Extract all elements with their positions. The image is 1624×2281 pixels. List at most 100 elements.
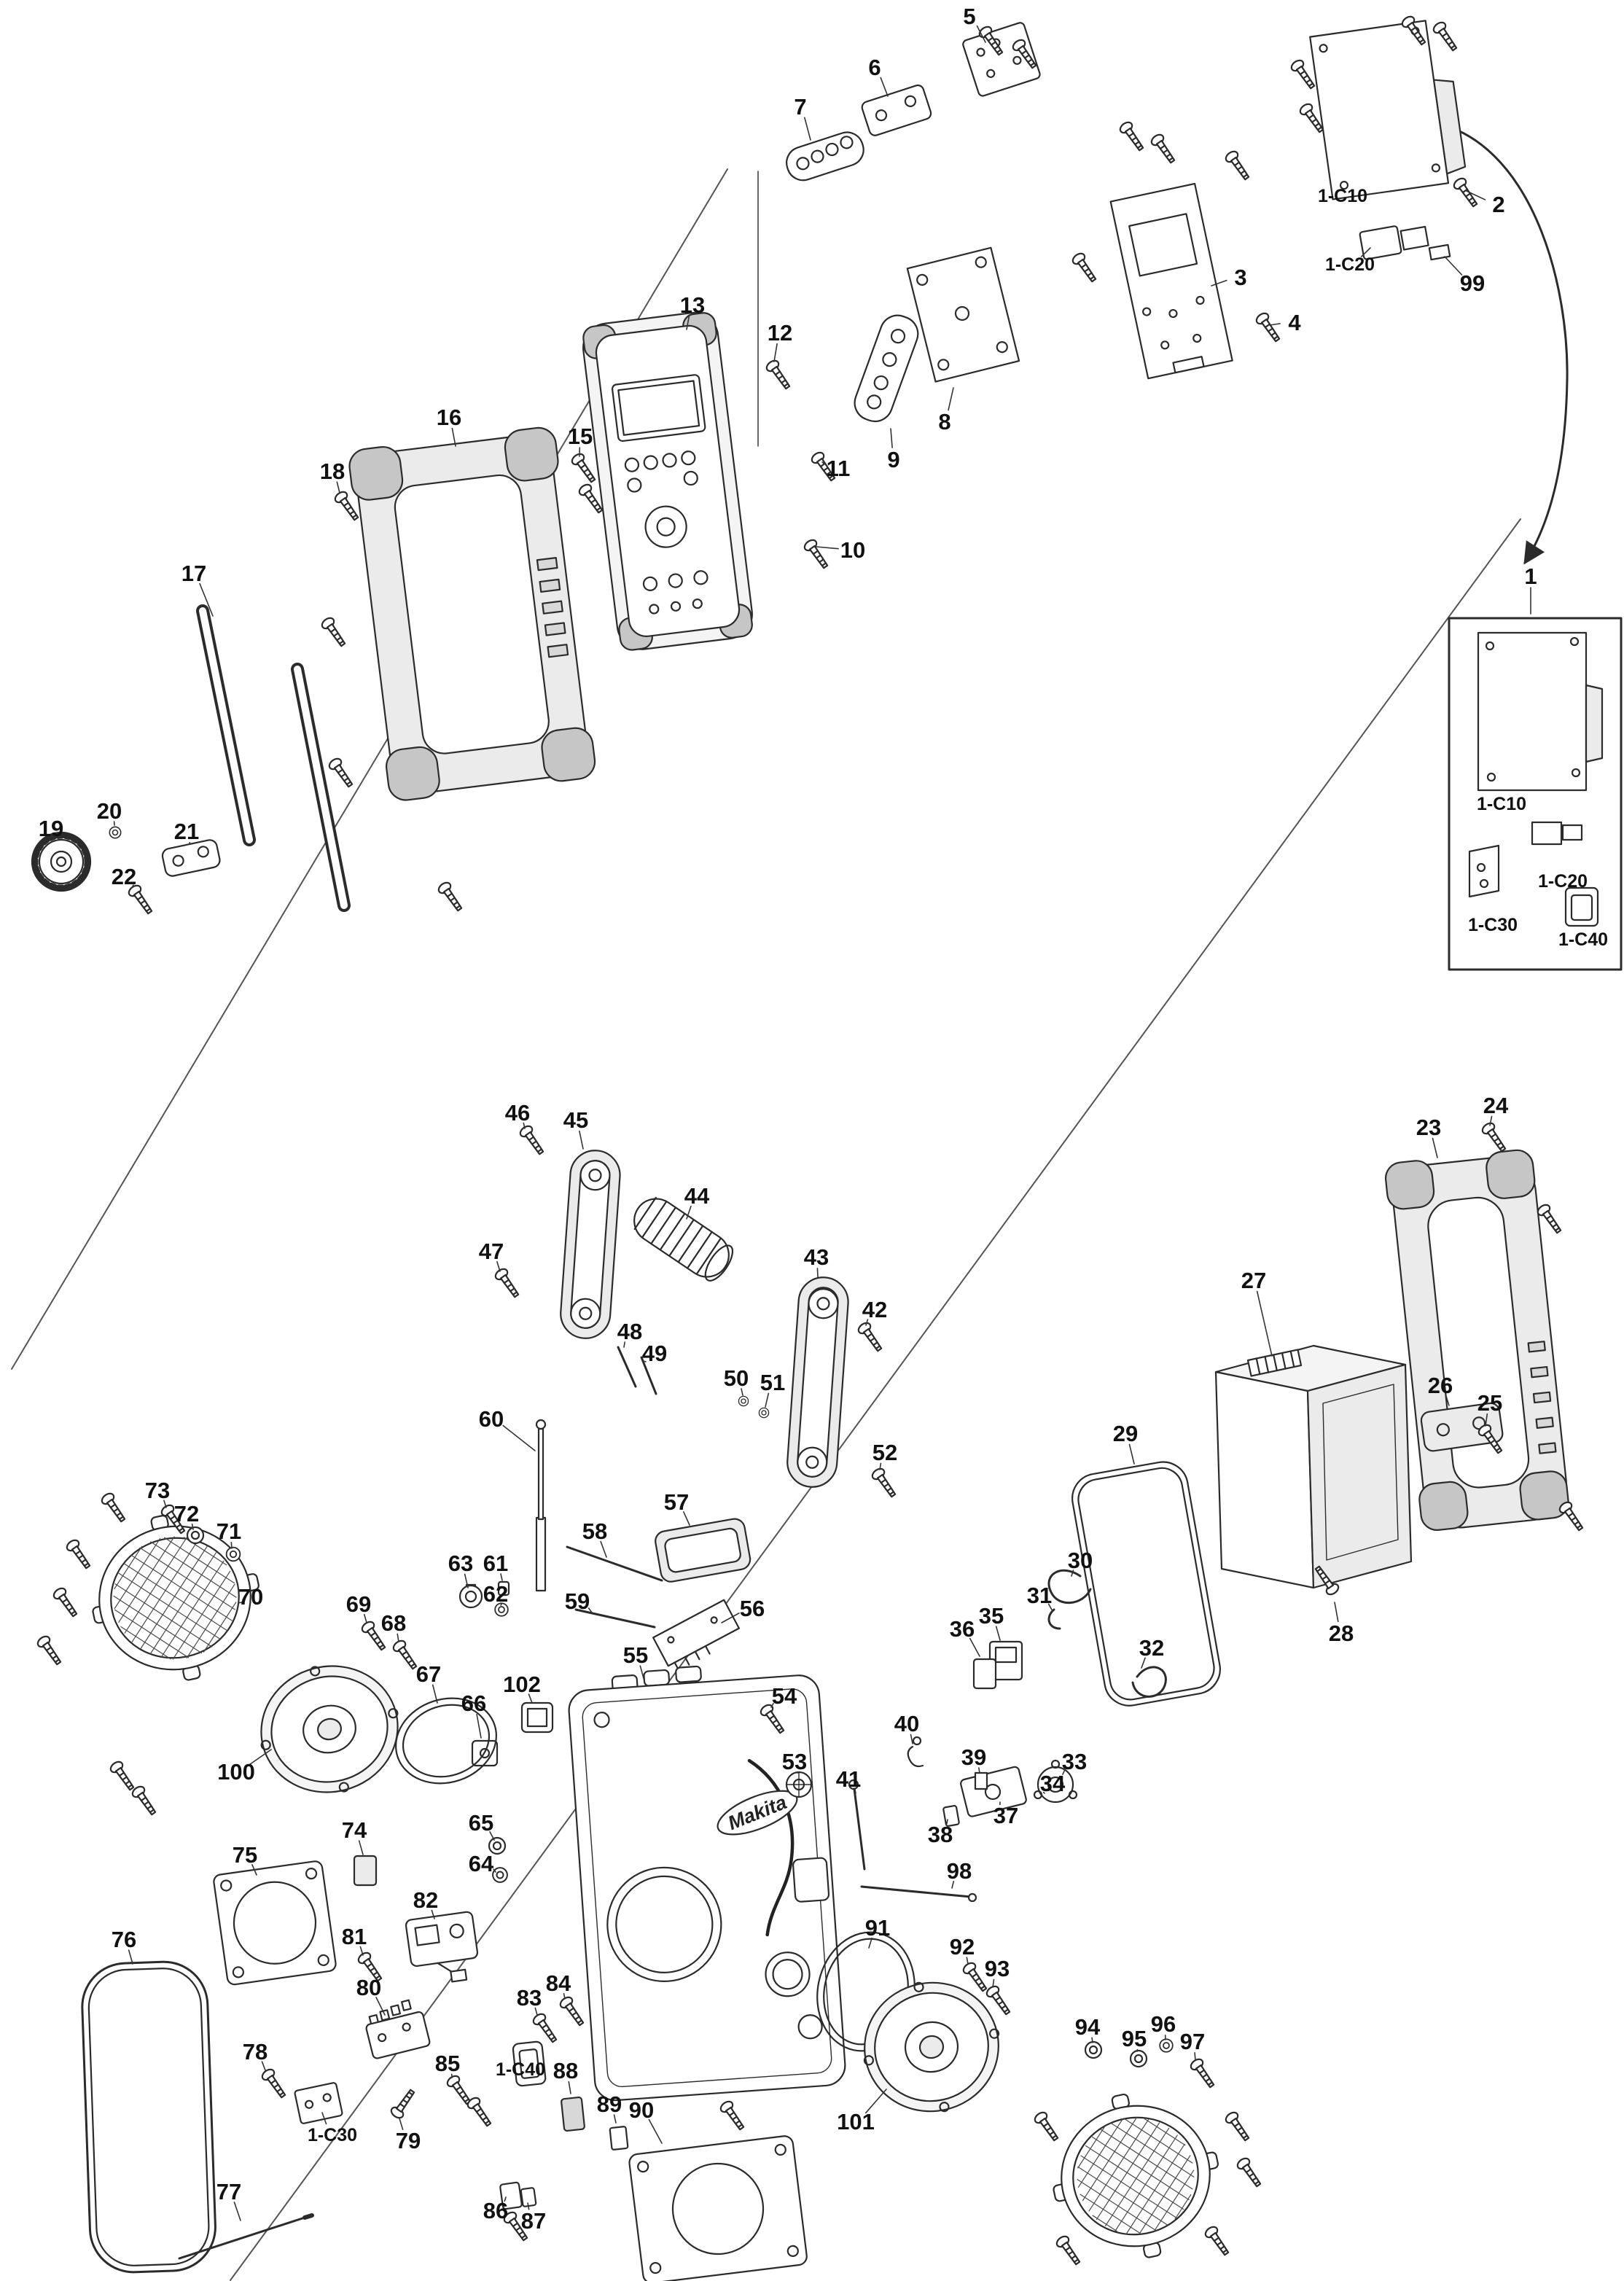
leader-line bbox=[773, 343, 778, 362]
part-55-main-housing: Makita bbox=[568, 1665, 846, 2102]
screw-icon bbox=[1254, 310, 1284, 345]
leader-line bbox=[502, 1424, 536, 1451]
part-95-washer bbox=[1129, 2049, 1148, 2068]
leader-line bbox=[741, 1388, 743, 1396]
part-label-70: 70 bbox=[238, 1584, 263, 1610]
part-20-washer bbox=[109, 826, 122, 839]
part-58-rod bbox=[566, 1545, 663, 1582]
part-label-94: 94 bbox=[1075, 2014, 1101, 2040]
part-label-88: 88 bbox=[553, 2058, 578, 2083]
leader-line bbox=[1256, 1290, 1273, 1357]
screw-icon bbox=[465, 2094, 496, 2129]
part-label-61: 61 bbox=[483, 1551, 508, 1576]
part-label-71: 71 bbox=[216, 1518, 241, 1544]
leader-line bbox=[128, 1949, 133, 1965]
part-40-hook bbox=[907, 1736, 924, 1768]
part-label-67: 67 bbox=[416, 1661, 441, 1687]
leader-line bbox=[504, 2196, 507, 2202]
part-label-97: 97 bbox=[1180, 2029, 1205, 2054]
part-label-7: 7 bbox=[794, 94, 806, 120]
leader-line bbox=[683, 1511, 690, 1526]
screw-icon bbox=[51, 1585, 82, 1620]
part-96-washer bbox=[1159, 2038, 1174, 2053]
part-17-stand-tubes bbox=[196, 604, 351, 912]
leader-line bbox=[251, 1864, 257, 1876]
leader-line bbox=[879, 1462, 882, 1470]
screw-icon bbox=[259, 2066, 290, 2101]
part-label-50: 50 bbox=[724, 1365, 749, 1391]
part-label-86: 86 bbox=[483, 2198, 508, 2223]
screw-icon bbox=[1070, 250, 1101, 285]
part-label-102: 102 bbox=[503, 1672, 541, 1697]
part-94-washer bbox=[1084, 2040, 1103, 2059]
part-48-pin bbox=[617, 1346, 637, 1388]
part-label-48: 48 bbox=[617, 1319, 642, 1344]
part-label-15: 15 bbox=[568, 424, 593, 449]
part-label-28: 28 bbox=[1329, 1621, 1354, 1646]
leader-line bbox=[890, 428, 893, 448]
part-90-bottom-plate bbox=[628, 2135, 808, 2281]
part-label-23: 23 bbox=[1416, 1115, 1441, 1140]
part-label-31: 31 bbox=[1027, 1583, 1052, 1608]
leader-line bbox=[464, 1573, 469, 1588]
leader-line bbox=[534, 2007, 538, 2016]
part-76-door-gasket bbox=[81, 1960, 216, 2274]
part-label-41: 41 bbox=[836, 1766, 861, 1792]
screw-icon bbox=[1149, 131, 1179, 166]
part-80-terminal-strip bbox=[365, 1999, 431, 2059]
part-1c30-plate bbox=[294, 2082, 343, 2124]
part-label-38: 38 bbox=[928, 1822, 953, 1847]
screw-icon bbox=[1451, 175, 1482, 210]
screw-icon bbox=[856, 1319, 886, 1354]
part-72-washer bbox=[186, 1526, 205, 1545]
part-82-bracket-assembly bbox=[405, 1911, 479, 1983]
screw-icon bbox=[531, 2011, 561, 2046]
part-label-42: 42 bbox=[862, 1297, 887, 1322]
leader-line bbox=[816, 1268, 819, 1278]
part-label-63: 63 bbox=[448, 1551, 473, 1576]
leader-line bbox=[489, 1831, 495, 1841]
part-63-ring bbox=[458, 1583, 483, 1609]
part-label-93: 93 bbox=[985, 1956, 1010, 1981]
part-label-1-C30: 1-C30 bbox=[308, 2125, 357, 2145]
part-label-37: 37 bbox=[993, 1803, 1018, 1828]
part-label-64: 64 bbox=[469, 1851, 494, 1876]
screw-icon bbox=[1223, 2109, 1254, 2144]
part-label-4: 4 bbox=[1288, 310, 1301, 335]
leader-line bbox=[1432, 1137, 1438, 1158]
part-label-54: 54 bbox=[772, 1683, 797, 1709]
leader-line bbox=[579, 1130, 584, 1150]
part-9-button-strip bbox=[854, 314, 919, 423]
part-label-75: 75 bbox=[233, 1842, 257, 1868]
part-35-switch bbox=[988, 1640, 1023, 1681]
part-label-66: 66 bbox=[461, 1691, 486, 1716]
screw-icon bbox=[1054, 2233, 1085, 2268]
part-label-25: 25 bbox=[1477, 1390, 1502, 1416]
part-label-17: 17 bbox=[181, 561, 206, 586]
part-label-8: 8 bbox=[938, 409, 950, 434]
section-divider-line bbox=[230, 518, 1521, 2281]
part-label-2: 2 bbox=[1492, 192, 1504, 217]
part-label-1-C20: 1-C20 bbox=[1538, 871, 1588, 892]
part-label-45: 45 bbox=[563, 1107, 588, 1133]
part-label-69: 69 bbox=[346, 1591, 371, 1617]
part-label-53: 53 bbox=[782, 1749, 807, 1774]
screw-icon bbox=[1223, 148, 1254, 183]
leader-line bbox=[375, 1997, 386, 2016]
leader-line bbox=[644, 1360, 647, 1362]
reference-arrow bbox=[1455, 128, 1569, 565]
part-label-89: 89 bbox=[597, 2091, 622, 2117]
leader-line bbox=[199, 582, 214, 617]
leader-line bbox=[969, 1637, 980, 1657]
leader-line bbox=[686, 1205, 692, 1220]
part-label-11: 11 bbox=[827, 456, 851, 481]
screw-icon bbox=[327, 755, 357, 790]
leader-line bbox=[686, 315, 690, 330]
part-label-65: 65 bbox=[469, 1810, 493, 1836]
part-label-77: 77 bbox=[216, 2179, 241, 2204]
part-label-10: 10 bbox=[840, 537, 865, 563]
part-label-40: 40 bbox=[894, 1711, 919, 1736]
screw-icon bbox=[569, 451, 600, 486]
part-label-101: 101 bbox=[837, 2109, 875, 2134]
